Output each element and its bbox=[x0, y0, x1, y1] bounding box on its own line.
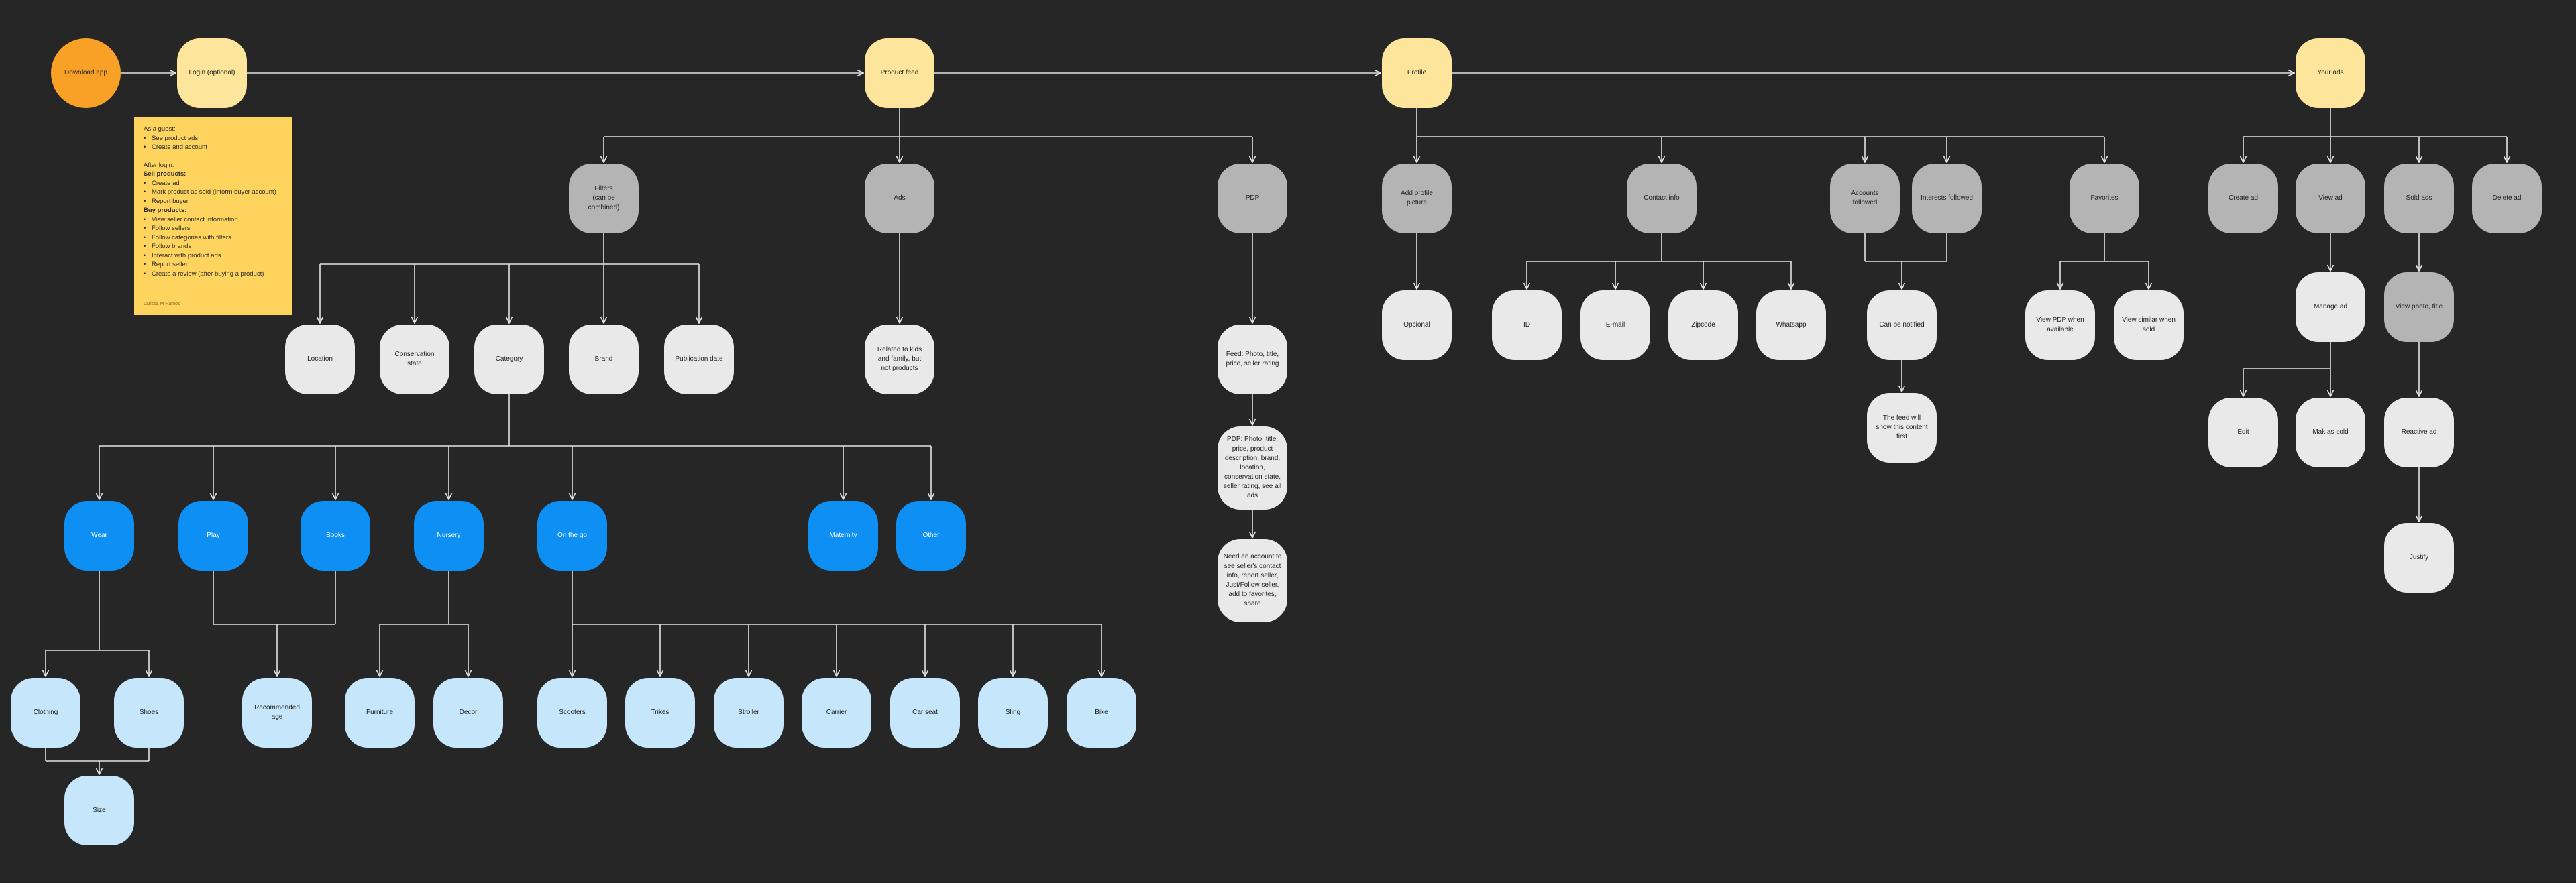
node-carrier: Carrier bbox=[802, 678, 871, 748]
note-guest-item: Create and account bbox=[144, 143, 282, 152]
node-can-be-notified: Can be notified bbox=[1867, 290, 1937, 360]
node-furniture: Furniture bbox=[345, 678, 415, 748]
sticky-note: As a guest: See product ads Create and a… bbox=[134, 117, 292, 315]
node-favorites: Favorites bbox=[2070, 164, 2139, 233]
node-profile: Profile bbox=[1382, 38, 1452, 108]
note-buy-item: Follow brands bbox=[144, 242, 282, 251]
node-zipcode: Zipcode bbox=[1668, 290, 1738, 360]
note-buy-item: Follow categories with filters bbox=[144, 233, 282, 243]
note-credit: Larissa M Ramos bbox=[144, 301, 180, 306]
node-manage-ad: Manage ad bbox=[2296, 272, 2365, 342]
node-sold-ads: Sold ads bbox=[2384, 164, 2454, 233]
node-brand: Brand bbox=[569, 325, 639, 394]
node-scooters: Scooters bbox=[537, 678, 607, 748]
note-buy-heading: Buy products: bbox=[144, 207, 187, 214]
node-sling: Sling bbox=[978, 678, 1048, 748]
node-on-the-go: On the go bbox=[537, 501, 607, 571]
node-feed-pdp: Feed: Photo, title, price, seller rating bbox=[1218, 325, 1287, 394]
node-view-photo-title: View photo, title bbox=[2384, 272, 2454, 342]
note-sell-heading: Sell products: bbox=[144, 170, 186, 178]
node-interests-followed: Interests followed bbox=[1912, 164, 1982, 233]
note-buy-item: Report seller bbox=[144, 260, 282, 270]
node-location: Location bbox=[285, 325, 355, 394]
node-your-ads: Your ads bbox=[2296, 38, 2365, 108]
note-sell-item: Create ad bbox=[144, 179, 282, 188]
node-play: Play bbox=[178, 501, 248, 571]
node-email: E-mail bbox=[1580, 290, 1650, 360]
node-pdp-detail: PDP: Photo, title, price, product descri… bbox=[1218, 426, 1287, 510]
node-books: Books bbox=[301, 501, 370, 571]
node-bike: Bike bbox=[1067, 678, 1136, 748]
node-optional: Opcional bbox=[1382, 290, 1452, 360]
node-nursery: Nursery bbox=[414, 501, 484, 571]
node-justify: Justify bbox=[2384, 523, 2454, 593]
node-clothing: Clothing bbox=[11, 678, 80, 748]
node-accounts-followed: Accounts followed bbox=[1830, 164, 1900, 233]
node-conservation-state: Conservation state bbox=[380, 325, 449, 394]
note-buy-item: Follow sellers bbox=[144, 224, 282, 233]
node-need-account: Need an account to see seller's contact … bbox=[1218, 539, 1287, 622]
node-edit: Edit bbox=[2208, 398, 2278, 467]
note-guest-heading: As a guest: bbox=[144, 125, 176, 133]
node-login: Login (optional) bbox=[177, 38, 247, 108]
node-download-app: Download app bbox=[51, 38, 121, 108]
node-trikes: Trikes bbox=[625, 678, 695, 748]
node-view-ad: View ad bbox=[2296, 164, 2365, 233]
note-sell-item: Report buyer bbox=[144, 197, 282, 207]
node-decor: Decor bbox=[433, 678, 503, 748]
node-car-seat: Car seat bbox=[890, 678, 960, 748]
note-sell-item: Mark product as sold (inform buyer accou… bbox=[144, 188, 282, 197]
node-feed-will-show: The feed will show this content first bbox=[1867, 393, 1937, 463]
node-create-ad: Create ad bbox=[2208, 164, 2278, 233]
note-buy-item: Interact with product ads bbox=[144, 251, 282, 261]
note-guest-item: See product ads bbox=[144, 134, 282, 143]
node-shoes: Shoes bbox=[114, 678, 184, 748]
node-ads: Ads bbox=[865, 164, 934, 233]
node-product-feed: Product feed bbox=[865, 38, 934, 108]
node-publication-date: Publication date bbox=[664, 325, 734, 394]
node-whatsapp: Whatsapp bbox=[1756, 290, 1826, 360]
node-related-kids: Related to kids and family, but not prod… bbox=[865, 325, 934, 394]
node-maternity: Maternity bbox=[808, 501, 878, 571]
note-after-login: After login: bbox=[144, 161, 174, 169]
node-mark-sold: Mak as sold bbox=[2296, 398, 2365, 467]
node-size: Size bbox=[64, 776, 134, 845]
note-buy-item: View seller contact information bbox=[144, 215, 282, 225]
node-add-profile-picture: Add profile picture bbox=[1382, 164, 1452, 233]
node-stroller: Stroller bbox=[714, 678, 784, 748]
node-view-similar-sold: View similar when sold bbox=[2114, 290, 2184, 360]
node-category: Category bbox=[474, 325, 544, 394]
node-wear: Wear bbox=[64, 501, 134, 571]
node-filters: Filters (can be combined) bbox=[569, 164, 639, 233]
node-view-pdp-available: View PDP when available bbox=[2025, 290, 2095, 360]
node-reactive-ad: Reactive ad bbox=[2384, 398, 2454, 467]
node-delete-ad: Delete ad bbox=[2472, 164, 2542, 233]
node-other: Other bbox=[896, 501, 966, 571]
node-pdp: PDP bbox=[1218, 164, 1287, 233]
node-recommended-age: Recommended age bbox=[242, 678, 312, 748]
note-buy-item: Create a review (after buying a product) bbox=[144, 270, 282, 279]
node-contact-info: Contact info bbox=[1627, 164, 1697, 233]
node-id: ID bbox=[1492, 290, 1562, 360]
